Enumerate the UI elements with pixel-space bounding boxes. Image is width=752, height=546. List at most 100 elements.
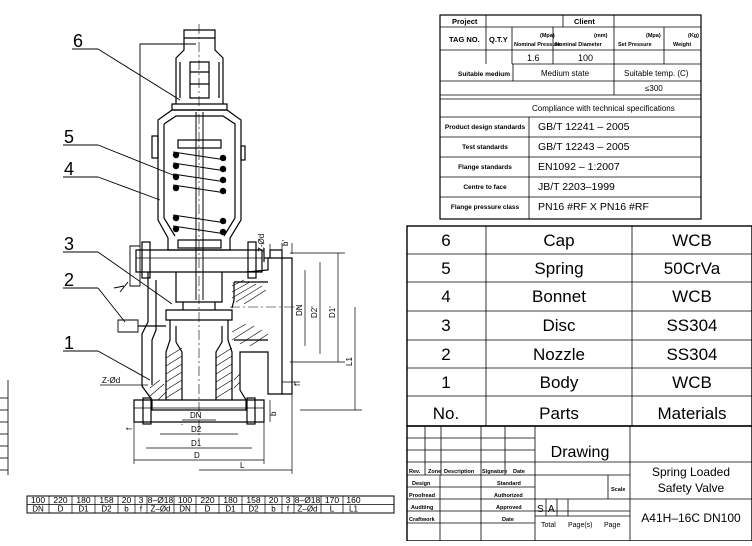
spec-standard-value: JB/T 2203–1999 <box>538 181 615 193</box>
spec-standard-value: GB/T 12243 – 2005 <box>538 141 630 153</box>
part-name: Disc <box>542 316 576 335</box>
dim-table-header: f <box>140 505 143 514</box>
part-name: Body <box>540 373 579 392</box>
bonnet-part <box>151 109 246 251</box>
dim-table-header: L <box>330 505 335 514</box>
spec-client-label: Client <box>574 17 595 26</box>
spec-compliance: Compliance with technical specifications <box>532 104 675 113</box>
dim-table-header: D <box>58 505 64 514</box>
tb-approved: Approved <box>496 505 522 511</box>
spec-standard-label: Test standards <box>462 144 508 151</box>
dim-d1: D1 <box>191 439 202 448</box>
dim-table-value: 170 <box>325 495 339 505</box>
dim-table-header: D1 <box>78 505 89 514</box>
dim-table-value: 158 <box>246 495 260 505</box>
spec-w-unit: (Kg) <box>688 33 699 39</box>
dim-table-header: DN <box>32 505 44 514</box>
parts-header-material: Materials <box>658 404 727 423</box>
dim-d2-vertical: D2' <box>310 306 319 318</box>
dim-table-header: L1 <box>349 505 358 514</box>
dim-dn-vertical: DN <box>295 304 304 316</box>
spec-temp-label: Suitable temp. (C) <box>624 69 689 78</box>
dim-table-value: 20 <box>269 495 279 505</box>
tb-design: Design <box>412 481 431 487</box>
dim-table-value: 20 <box>122 495 132 505</box>
part-name: Spring <box>534 259 583 278</box>
dim-table-value: 180 <box>223 495 237 505</box>
spec-w-label: Weight <box>673 42 691 48</box>
spec-table <box>439 14 702 220</box>
part-material: WCB <box>672 373 712 392</box>
dim-table-header: D2 <box>101 505 112 514</box>
spec-np-value: 1.6 <box>527 53 540 63</box>
part-number: 2 <box>441 345 450 364</box>
part-material: WCB <box>672 287 712 306</box>
spec-medium-state: Medium state <box>541 69 590 78</box>
tb-s: S <box>537 504 544 515</box>
dim-table-value: 3 <box>139 495 144 505</box>
cap-part <box>171 29 228 111</box>
callout-6: 6 <box>73 31 83 51</box>
callout-1: 1 <box>64 333 74 353</box>
spec-np-label: Nominal Pressure <box>514 42 561 48</box>
spec-medium-label: Suitable medium <box>458 71 510 78</box>
dim-f-right: f' <box>293 382 302 386</box>
dim-table-value: 158 <box>99 495 113 505</box>
dimension-labels: Z-Ød b' DN D2' D1' L1 f' Z-Ød DN D2 D1 D… <box>102 234 354 470</box>
valve-drawing <box>113 24 300 440</box>
tb-page: Page <box>604 522 620 529</box>
dim-table-header: b <box>124 505 129 514</box>
dim-table-value: 8–Ø18 <box>295 495 321 505</box>
part-name: Bonnet <box>532 287 586 306</box>
parts-header-part: Parts <box>539 404 579 423</box>
callout-4: 4 <box>64 159 74 179</box>
tb-proofread: Proofread <box>409 493 435 499</box>
part-number: 1 <box>441 373 450 392</box>
tb-pages: Page(s) <box>568 522 593 529</box>
dim-z-od-left: Z-Ød <box>102 376 120 385</box>
callout-3: 3 <box>64 234 74 254</box>
spec-standard-value: EN1092 – 1:2007 <box>538 161 620 173</box>
spec-standard-label: Flange pressure class <box>451 204 520 211</box>
part-name: Cap <box>543 231 574 250</box>
tb-standard: Standard <box>497 481 521 487</box>
dim-d: D <box>194 451 200 460</box>
tb-date2: Date <box>502 517 514 523</box>
callout-labels: 6 5 4 3 2 1 <box>64 31 83 353</box>
dimension-table: 100DN220D180D1158D220b3f8–Ø18Z–Ød100DN22… <box>26 495 395 514</box>
dim-table-header: Z–Ød <box>297 505 317 514</box>
dim-b: b <box>269 411 278 416</box>
callout-leaders <box>63 48 181 381</box>
dim-b-top: b' <box>281 240 290 246</box>
dim-d1-vertical: D1' <box>328 306 337 318</box>
part-material: 50CrVa <box>664 259 721 278</box>
spec-tag-label: TAG NO. <box>449 35 480 44</box>
spec-standard-value: PN16 #RF X PN16 #RF <box>538 201 649 213</box>
dim-table-header: DN <box>179 505 191 514</box>
spec-nd-value: 100 <box>578 53 593 63</box>
tb-title-line1: Spring Loaded <box>652 465 730 479</box>
spec-standard-label: Flange standards <box>458 164 512 171</box>
part-number: 6 <box>441 231 450 250</box>
spring-part <box>172 112 227 300</box>
spec-temp-value: ≤300 <box>645 84 663 93</box>
tb-total: Total <box>541 522 556 529</box>
tb-scale: Scale <box>611 487 625 493</box>
spec-sp-label: Set Pressure <box>618 42 652 48</box>
nozzle-part <box>165 320 233 400</box>
dim-dn: DN <box>190 411 202 420</box>
dim-table-header: f <box>287 505 290 514</box>
dimension-lines <box>100 243 362 474</box>
spec-project-label: Project <box>452 17 478 26</box>
dim-table-header: Z–Ød <box>150 505 170 514</box>
spec-np-unit: (Mpa) <box>540 33 555 39</box>
spec-nd-label: Nominal Diameter <box>555 42 603 48</box>
tb-craftwork: Craftwork <box>409 517 436 523</box>
dim-table-value: 220 <box>200 495 214 505</box>
part-number: 3 <box>441 316 450 335</box>
tb-model: A41H–16C DN100 <box>641 511 741 525</box>
dim-f: f <box>125 427 134 430</box>
dim-table-header: b <box>271 505 276 514</box>
dim-table-header: D2 <box>248 505 259 514</box>
